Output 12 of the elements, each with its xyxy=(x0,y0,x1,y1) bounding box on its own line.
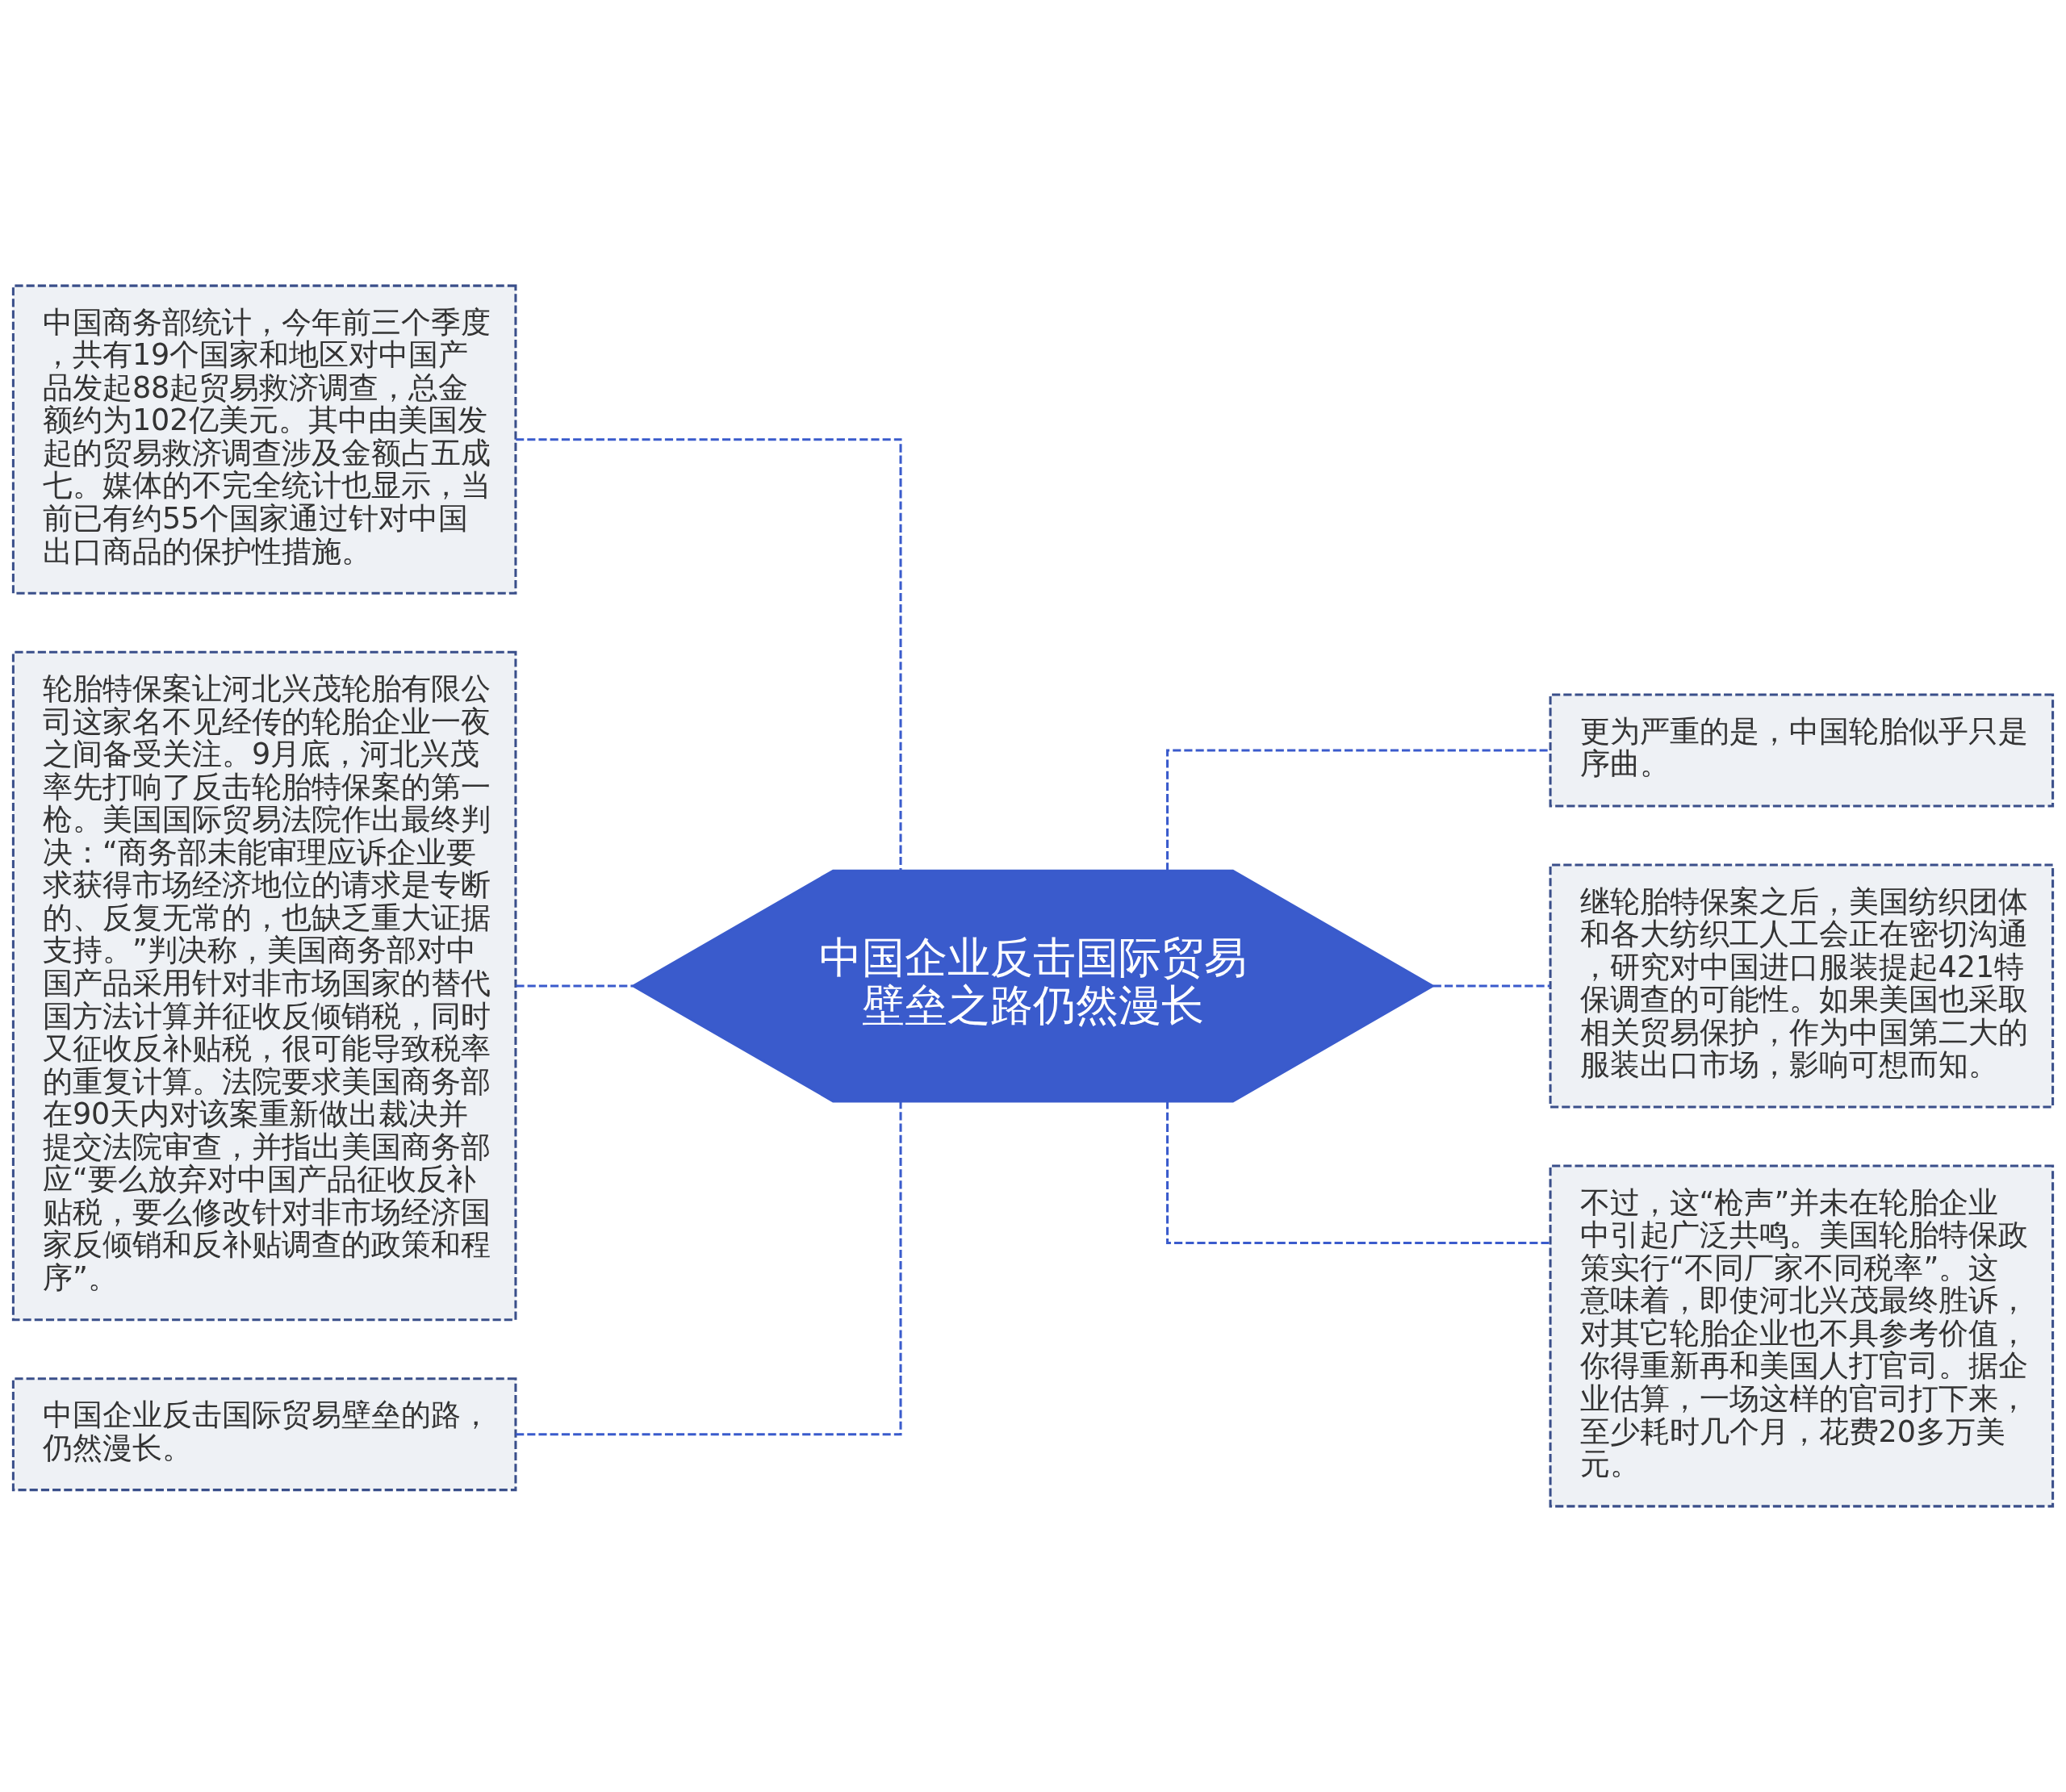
connector xyxy=(1432,984,1550,988)
node-box: 轮胎特保案让河北兴茂轮胎有限公司这家名不见经传的轮胎企业一夜之间备受关注。9月底，河北兴茂率先打响了反击轮胎特保案的第一枪。美国国际贸易法院作出最终判决：“商务部未能审理应诉企业要求获得市场经济地位的请求是专断的、反复无常的，也缺乏重大证据支持。”判决称，美国商务部对中国产品采用针对非市场国家的替代国方法计算并征收反倾销税，同时又征收反补贴税，很可能导致税率的重复计算。法院要求美国商务部在90天内对该案重新做出裁决并提交法院审查，并指出美国商务部应“要么放弃对中国产品征收反补贴税，要么修改针对非市场经济国家反倾销和反补贴调查的政策和程序”。 xyxy=(11,650,517,1322)
node-box: 中国商务部统计，今年前三个季度，共有19个国家和地区对中国产品发起88起贸易救济调查，总金额约为102亿美元。其中由美国发起的贸易救济调查涉及金额占五成七。媒体的不完全统计也显示，当前已有约55个国家通过针对中国出口商品的保护性措施。 xyxy=(11,284,517,595)
connector xyxy=(516,438,902,871)
connector xyxy=(516,984,634,988)
node-box: 继轮胎特保案之后，美国纺织团体和各大纺织工人工会正在密切沟通，研究对中国进口服装提起421特保调查的可能性。如果美国也采取相关贸易保护，作为中国第二大的服装出口市场，影响可想而知。 xyxy=(1549,863,2055,1109)
node-box: 不过，这“枪声”并未在轮胎企业中引起广泛共鸣。美国轮胎特保政策实行“不同厂家不同税率”。这意味着，即使河北兴茂最终胜诉，对其它轮胎企业也不具参考价值，你得重新再和美国人打官司。据企业估算，一场这样的官司打下来，至少耗时几个月，花费20多万美元。 xyxy=(1549,1164,2055,1508)
connector xyxy=(1166,1101,1550,1244)
node-box: 中国企业反击国际贸易壁垒的路，仍然漫长。 xyxy=(11,1377,517,1492)
connector xyxy=(1166,749,1550,871)
connector xyxy=(516,1101,902,1436)
node-box: 更为严重的是，中国轮胎似乎只是序曲。 xyxy=(1549,693,2055,808)
